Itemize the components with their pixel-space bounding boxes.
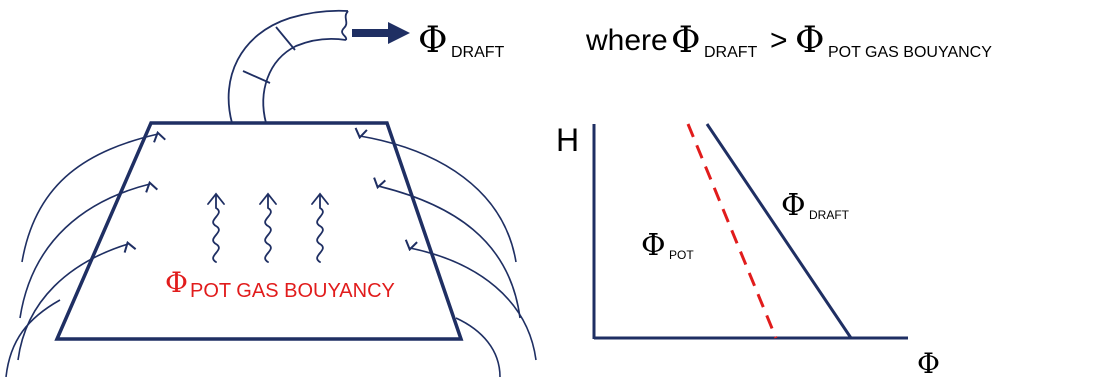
where-word: where — [585, 24, 668, 57]
draft-subscript: DRAFT — [451, 44, 505, 61]
right-arrow-icon — [352, 22, 410, 44]
x-axis-label: Φ — [917, 347, 940, 377]
phi-draft-top-label: Φ DRAFT — [418, 20, 505, 61]
pot-gas-bouyancy-subscript: POT GAS BOUYANCY — [828, 44, 992, 61]
phi-pot-line — [686, 123, 778, 339]
draft-subscript: DRAFT — [809, 208, 850, 222]
pot-gas-bouyancy-subscript: POT GAS BOUYANCY — [190, 280, 395, 302]
phi-symbol: Φ — [781, 188, 806, 223]
phi-pot-gas-bouyancy-label: Φ POT GAS BOUYANCY — [165, 266, 395, 302]
phi-symbol: Φ — [418, 20, 448, 61]
phi-symbol: Φ — [641, 228, 666, 263]
left-air-inflow-arrows — [5, 134, 158, 377]
phi-draft-line-label: Φ DRAFT — [781, 188, 850, 223]
inequality-statement: where Φ DRAFT > Φ POT GAS BOUYANCY — [585, 20, 992, 61]
phi-pot-line-label: Φ POT — [641, 228, 694, 263]
pot-subscript: POT — [669, 248, 694, 262]
phi-draft-line — [705, 123, 853, 339]
phi-symbol: Φ — [671, 20, 701, 61]
pressure-height-chart: H Φ Φ DRAFT Φ POT — [556, 122, 940, 377]
wavy-up-arrows-icon — [207, 192, 329, 263]
enclosure-trapezoid — [54, 121, 464, 341]
draft-subscript: DRAFT — [704, 44, 758, 61]
enclosure — [54, 121, 464, 341]
phi-symbol: Φ — [165, 266, 188, 299]
right-air-inflow-arrows — [360, 136, 537, 377]
flue-pipe-icon — [227, 9, 349, 124]
phi-symbol: Φ — [795, 20, 825, 61]
y-axis-label: H — [556, 122, 579, 158]
greater-than-sign: > — [770, 24, 788, 57]
